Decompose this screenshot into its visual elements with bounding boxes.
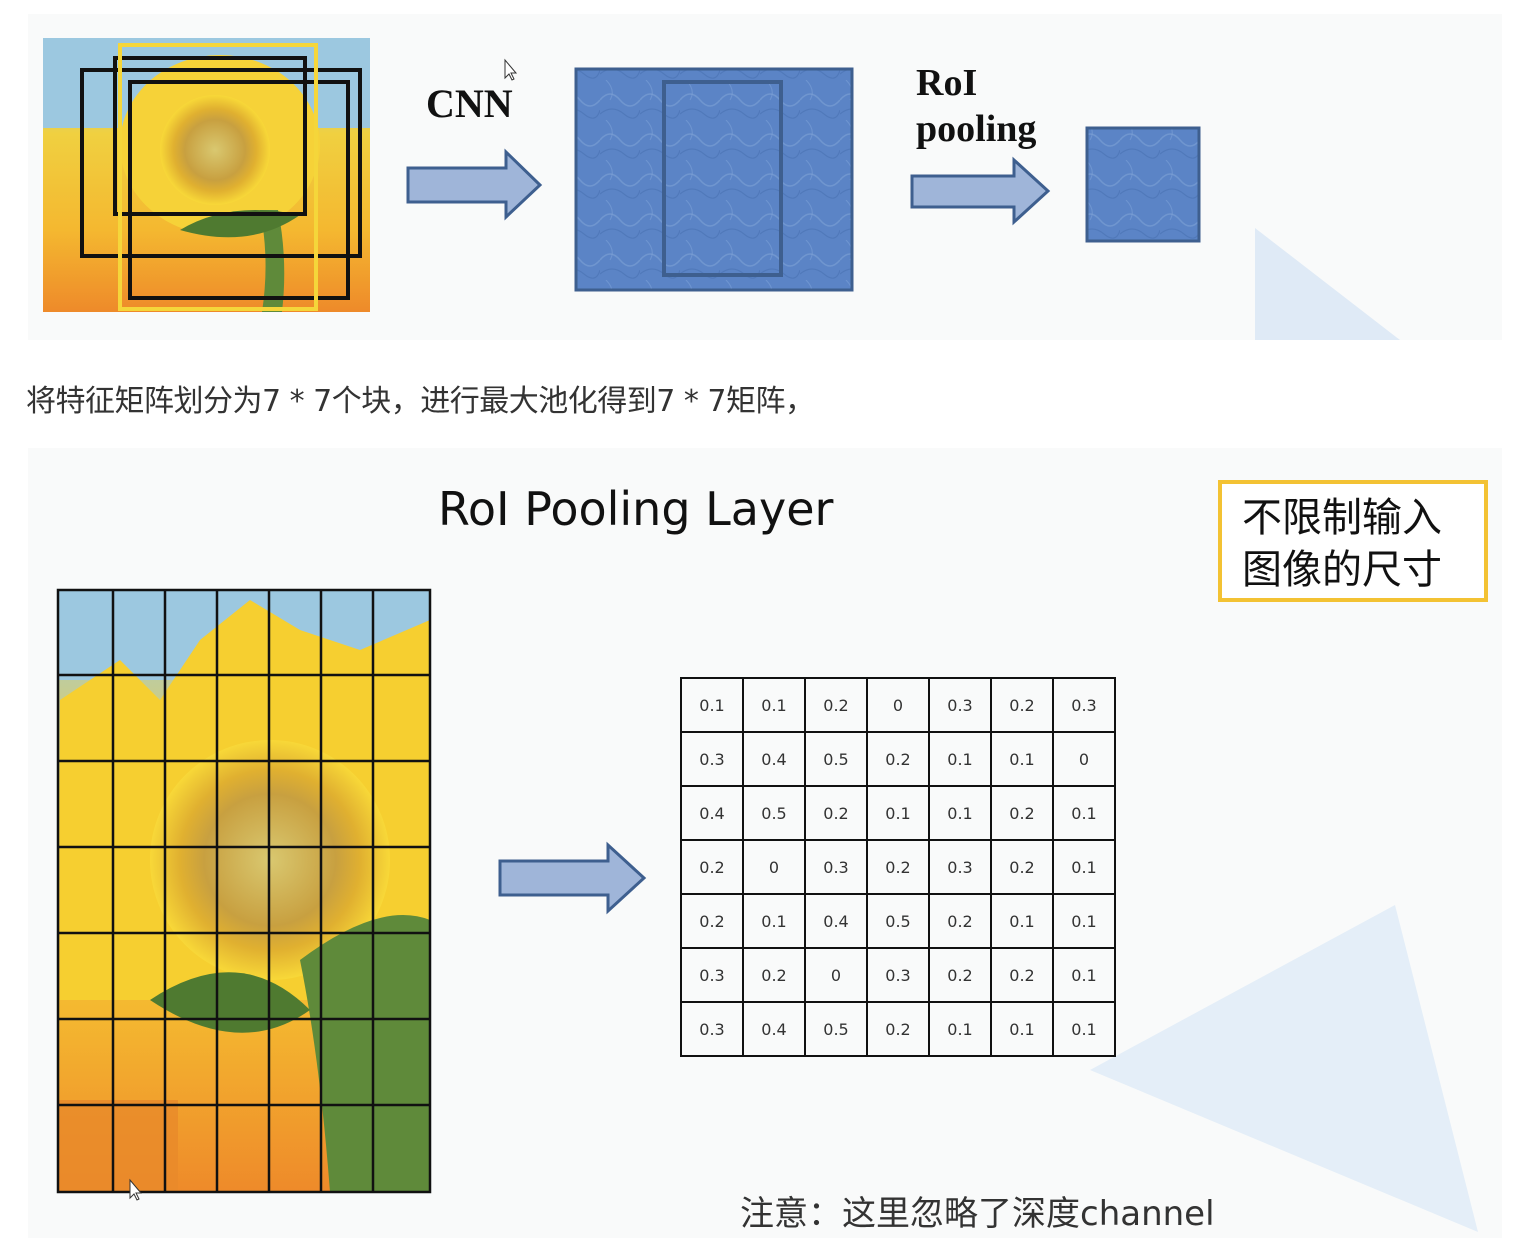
feature-map (574, 67, 854, 292)
matrix-cell: 0.3 (680, 947, 744, 1003)
matrix-cell: 0.2 (990, 839, 1054, 895)
matrix-cell: 0.4 (742, 731, 806, 787)
matrix-cell: 0.2 (680, 839, 744, 895)
callout-line2: 图像的尺寸 (1242, 547, 1442, 593)
matrix-cell: 0 (804, 947, 868, 1003)
matrix-cell: 0.3 (928, 839, 992, 895)
matrix-cell: 0 (1052, 731, 1116, 787)
matrix-cell: 0.2 (804, 785, 868, 841)
roi-pooling-label: RoI pooling (916, 60, 1036, 152)
matrix-cell: 0.2 (990, 785, 1054, 841)
input-image (43, 38, 370, 312)
matrix-cell: 0.1 (1052, 1001, 1116, 1057)
matrix-cell: 0.1 (990, 893, 1054, 949)
matrix-cell: 0.2 (804, 677, 868, 733)
region-proposals (80, 43, 362, 311)
pooled-feature-box (1085, 126, 1201, 243)
matrix-cell: 0 (742, 839, 806, 895)
callout-line1: 不限制输入 (1242, 495, 1442, 541)
matrix-cell: 0.2 (866, 839, 930, 895)
matrix-cell: 0.1 (990, 731, 1054, 787)
matrix-cell: 0.3 (1052, 677, 1116, 733)
matrix-cell: 0.1 (928, 1001, 992, 1057)
mouse-cursor-icon (129, 1178, 143, 1201)
layer-title: RoI Pooling Layer (438, 482, 834, 536)
matrix-cell: 0.3 (928, 677, 992, 733)
callout-box: 不限制输入 图像的尺寸 (1218, 480, 1488, 602)
matrix-cell: 0.3 (680, 731, 744, 787)
cnn-label: CNN (426, 81, 513, 126)
arrow-icon (498, 841, 647, 915)
roi-label-line2: pooling (916, 108, 1037, 150)
matrix-cell: 0.5 (866, 893, 930, 949)
matrix-cell: 0.1 (680, 677, 744, 733)
arrow-icon (910, 156, 1051, 226)
matrix-cell: 0.5 (742, 785, 806, 841)
caption-text: 将特征矩阵划分为7 * 7个块，进行最大池化得到7 * 7矩阵， (26, 384, 815, 419)
matrix-cell: 0.4 (742, 1001, 806, 1057)
pooling-grid (56, 588, 432, 1194)
matrix-cell: 0.1 (1052, 839, 1116, 895)
matrix-cell: 0.1 (866, 785, 930, 841)
roi-label-line1: RoI (916, 62, 978, 104)
matrix-cell: 0.1 (928, 731, 992, 787)
note-text: 注意：这里忽略了深度channel (740, 1194, 1215, 1234)
gridded-roi-image (58, 590, 430, 1192)
matrix-cell: 0.2 (866, 731, 930, 787)
matrix-cell: 0.3 (680, 1001, 744, 1057)
matrix-cell: 0.4 (680, 785, 744, 841)
matrix-cell: 0.2 (990, 947, 1054, 1003)
matrix-cell: 0.2 (866, 1001, 930, 1057)
matrix-cell: 0.1 (1052, 947, 1116, 1003)
matrix-cell: 0.2 (742, 947, 806, 1003)
roi-projection-box (662, 80, 783, 277)
matrix-cell: 0.1 (1052, 785, 1116, 841)
matrix-cell: 0.2 (928, 893, 992, 949)
matrix-cell: 0.2 (928, 947, 992, 1003)
decorative-triangle (1255, 228, 1400, 340)
matrix-cell: 0.1 (742, 893, 806, 949)
decorative-triangle (1090, 905, 1478, 1232)
matrix-cell: 0.5 (804, 1001, 868, 1057)
matrix-cell: 0 (866, 677, 930, 733)
matrix-cell: 0.1 (928, 785, 992, 841)
arrow-icon (406, 148, 543, 221)
matrix-cell: 0.3 (804, 839, 868, 895)
matrix-cell: 0.1 (990, 1001, 1054, 1057)
matrix-cell: 0.2 (680, 893, 744, 949)
matrix-cell: 0.3 (866, 947, 930, 1003)
matrix-cell: 0.4 (804, 893, 868, 949)
mouse-cursor-icon (504, 58, 518, 81)
matrix-cell: 0.2 (990, 677, 1054, 733)
matrix-cell: 0.5 (804, 731, 868, 787)
matrix-cell: 0.1 (742, 677, 806, 733)
matrix-cell: 0.1 (1052, 893, 1116, 949)
